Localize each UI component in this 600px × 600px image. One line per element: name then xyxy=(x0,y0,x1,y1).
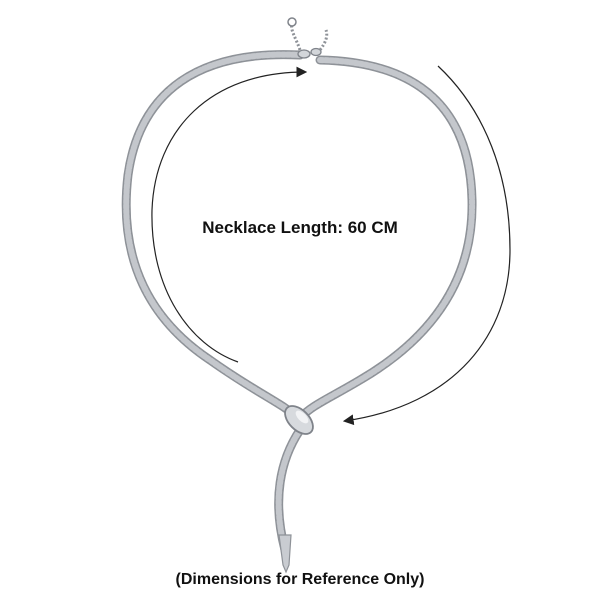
snake-head xyxy=(284,405,314,435)
necklace-length-label: Necklace Length: 60 CM xyxy=(0,218,600,238)
dimension-arc-left xyxy=(151,66,308,363)
dimensions-disclaimer: (Dimensions for Reference Only) xyxy=(175,571,425,588)
clasp xyxy=(287,17,329,59)
dimension-arc-right xyxy=(342,65,511,426)
necklace-chain xyxy=(121,17,477,574)
tail-tip xyxy=(278,534,292,574)
necklace-length-text: Necklace Length: 60 CM xyxy=(202,218,398,237)
dimension-lines xyxy=(151,65,511,426)
